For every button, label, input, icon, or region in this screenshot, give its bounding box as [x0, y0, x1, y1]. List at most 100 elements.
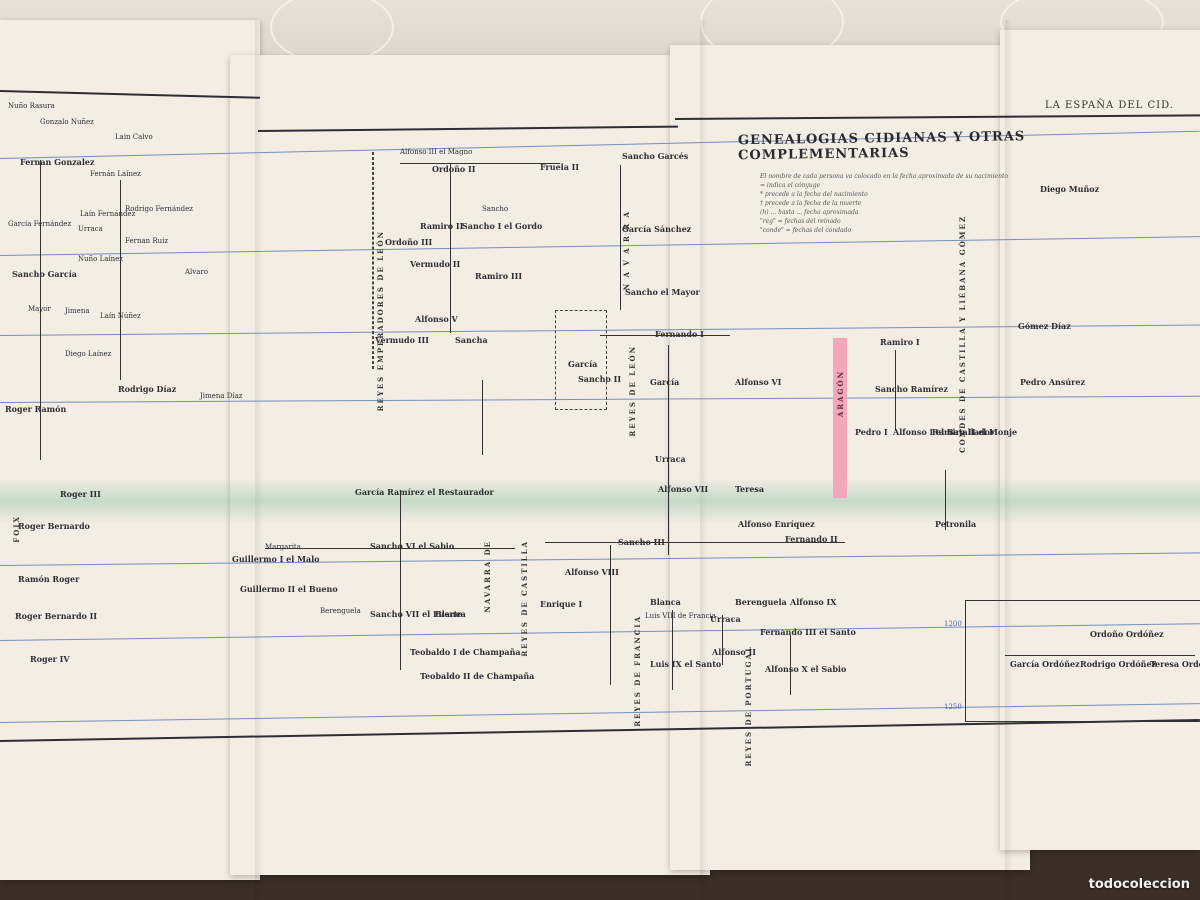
tree-connector: [120, 180, 121, 380]
person-node: Alfonso III el Magno: [400, 148, 473, 156]
tree-connector: [40, 160, 41, 460]
person-node: Urraca: [78, 225, 103, 233]
page-fold: [255, 20, 263, 900]
person-node: Alfonso VII: [658, 484, 709, 494]
label-navarra-2: NAVARRA DE: [483, 540, 492, 613]
person-node: Alfonso X el Sabio: [765, 664, 847, 674]
tree-connector: [790, 635, 791, 695]
person-node: Sancho I el Gordo: [462, 221, 543, 231]
person-node: Teresa Ordóñez: [1150, 659, 1200, 669]
person-node: Gómez Díaz: [1018, 321, 1071, 331]
person-node: Roger IV: [30, 654, 70, 664]
person-node: Ordoño Ordóñez: [1090, 629, 1164, 639]
person-node: Urraca: [710, 614, 741, 624]
person-node: Teresa: [735, 484, 765, 494]
legend-line: "reg" = fechas del reinado: [760, 218, 841, 225]
year-label-1200: 1200: [944, 620, 962, 628]
person-node: Rodrigo Díaz: [118, 384, 177, 394]
person-node: Fernán Laínez: [90, 170, 141, 178]
person-node: Roger Bernardo II: [15, 611, 98, 621]
legend-line: * precede a la fecha del nacimiento: [760, 191, 868, 198]
person-node: Diego Muñoz: [1040, 184, 1100, 194]
person-node: Alfonso II: [712, 647, 756, 657]
person-node: Blanca: [650, 597, 681, 607]
person-node: Luis IX el Santo: [650, 659, 722, 669]
page-left: [0, 20, 260, 880]
person-node: Laín Núñez: [100, 312, 141, 320]
tree-connector: [620, 165, 621, 310]
person-node: Blanca: [435, 609, 466, 619]
person-node: García Sánchez: [622, 224, 692, 234]
person-node: Fernando II: [785, 534, 838, 544]
person-node: Nuño Laínez: [78, 255, 123, 263]
ordonez-box: [965, 600, 1200, 722]
person-node: Rodrigo Ordóñez: [1080, 659, 1157, 669]
person-node: Alfonso Enríquez: [738, 519, 815, 529]
tree-connector: [545, 542, 845, 543]
person-node: Guillermo II el Bueno: [240, 584, 338, 594]
tree-connector: [1005, 655, 1195, 656]
person-node: Margarita: [265, 543, 301, 551]
legend: El nombre de cada persona va colocado en…: [760, 172, 1008, 235]
person-node: Gonzalo Nuñez: [40, 118, 94, 126]
person-node: Sancho Ramírez: [875, 384, 948, 394]
person-node: García Ramírez el Restaurador: [355, 487, 494, 497]
person-node: Nuño Rasura: [8, 102, 55, 110]
person-node: García: [568, 359, 598, 369]
dashed-bracket: [372, 152, 374, 369]
page-right: [1000, 30, 1200, 850]
person-node: Roger III: [60, 489, 101, 499]
person-node: Alfonso IX: [790, 597, 837, 607]
person-node: Ordoño II: [432, 164, 476, 174]
person-node: García Fernández: [8, 220, 72, 228]
label-reyes-leon: REYES EMPERADORES DE LEÓN: [376, 230, 385, 412]
label-portugal: REYES DE PORTUGAL: [744, 645, 753, 767]
person-node: Diego Laínez: [65, 350, 112, 358]
person-node: Fruela II: [540, 162, 580, 172]
page-fold: [700, 20, 708, 900]
person-node: Jimena Díaz: [200, 392, 243, 400]
person-node: Ordoño III: [385, 237, 433, 247]
person-node: Alfonso VIII: [565, 567, 619, 577]
legend-line: † precede a la fecha de la muerte: [760, 200, 862, 207]
person-node: Petronila: [935, 519, 977, 529]
person-node: Rodrigo Fernández: [125, 205, 193, 213]
label-aragon: ARAGÓN: [836, 370, 845, 418]
label-navarra: N A V A R R A: [622, 210, 631, 291]
person-node: Guillermo I el Malo: [232, 554, 320, 564]
person-node: Sancho: [482, 205, 509, 213]
person-node: Urraca: [655, 454, 686, 464]
page-fold: [1005, 20, 1013, 900]
person-node: Berenguela: [735, 597, 787, 607]
tree-connector: [482, 380, 483, 455]
tree-connector: [600, 335, 730, 336]
person-node: Roger Ramón: [5, 404, 67, 414]
tree-connector: [895, 350, 896, 430]
tree-connector: [400, 490, 401, 670]
person-node: Sancho García: [12, 269, 77, 279]
person-node: Pedro Ansúrez: [1020, 377, 1086, 387]
tree-connector: [672, 610, 673, 690]
person-node: Sancho VI el Sabio: [370, 541, 455, 551]
legend-line: = indica el cónyuge: [760, 182, 821, 189]
person-node: Teobaldo I de Champaña: [410, 647, 521, 657]
person-node: Mayor: [28, 305, 51, 313]
person-node: Vermudo II: [410, 259, 461, 269]
tree-connector: [610, 545, 611, 685]
label-gomez: CONDES DE CASTILLA Y LIÉBANA GÓMEZ: [958, 215, 967, 453]
person-node: Teobaldo II de Champaña: [420, 671, 535, 681]
person-node: Lain Calvo: [115, 133, 153, 141]
legend-line: "conde" = fechas del condado: [760, 227, 852, 234]
tree-connector: [450, 163, 451, 333]
person-node: Ramiro II: [420, 221, 464, 231]
person-node: Alfonso I el Batallador: [893, 427, 995, 437]
legend-line: El nombre de cada persona va colocado en…: [760, 173, 1008, 180]
person-node: Fernando I: [655, 329, 704, 339]
person-node: Ramiro III: [475, 271, 523, 281]
person-node: Vermudo III: [375, 335, 429, 345]
person-node: García Ordóñez: [1010, 659, 1080, 669]
person-node: Jimena: [65, 307, 90, 315]
person-node: García: [650, 377, 680, 387]
person-node: Ramón Roger: [18, 574, 80, 584]
person-node: Enrique I: [540, 599, 583, 609]
